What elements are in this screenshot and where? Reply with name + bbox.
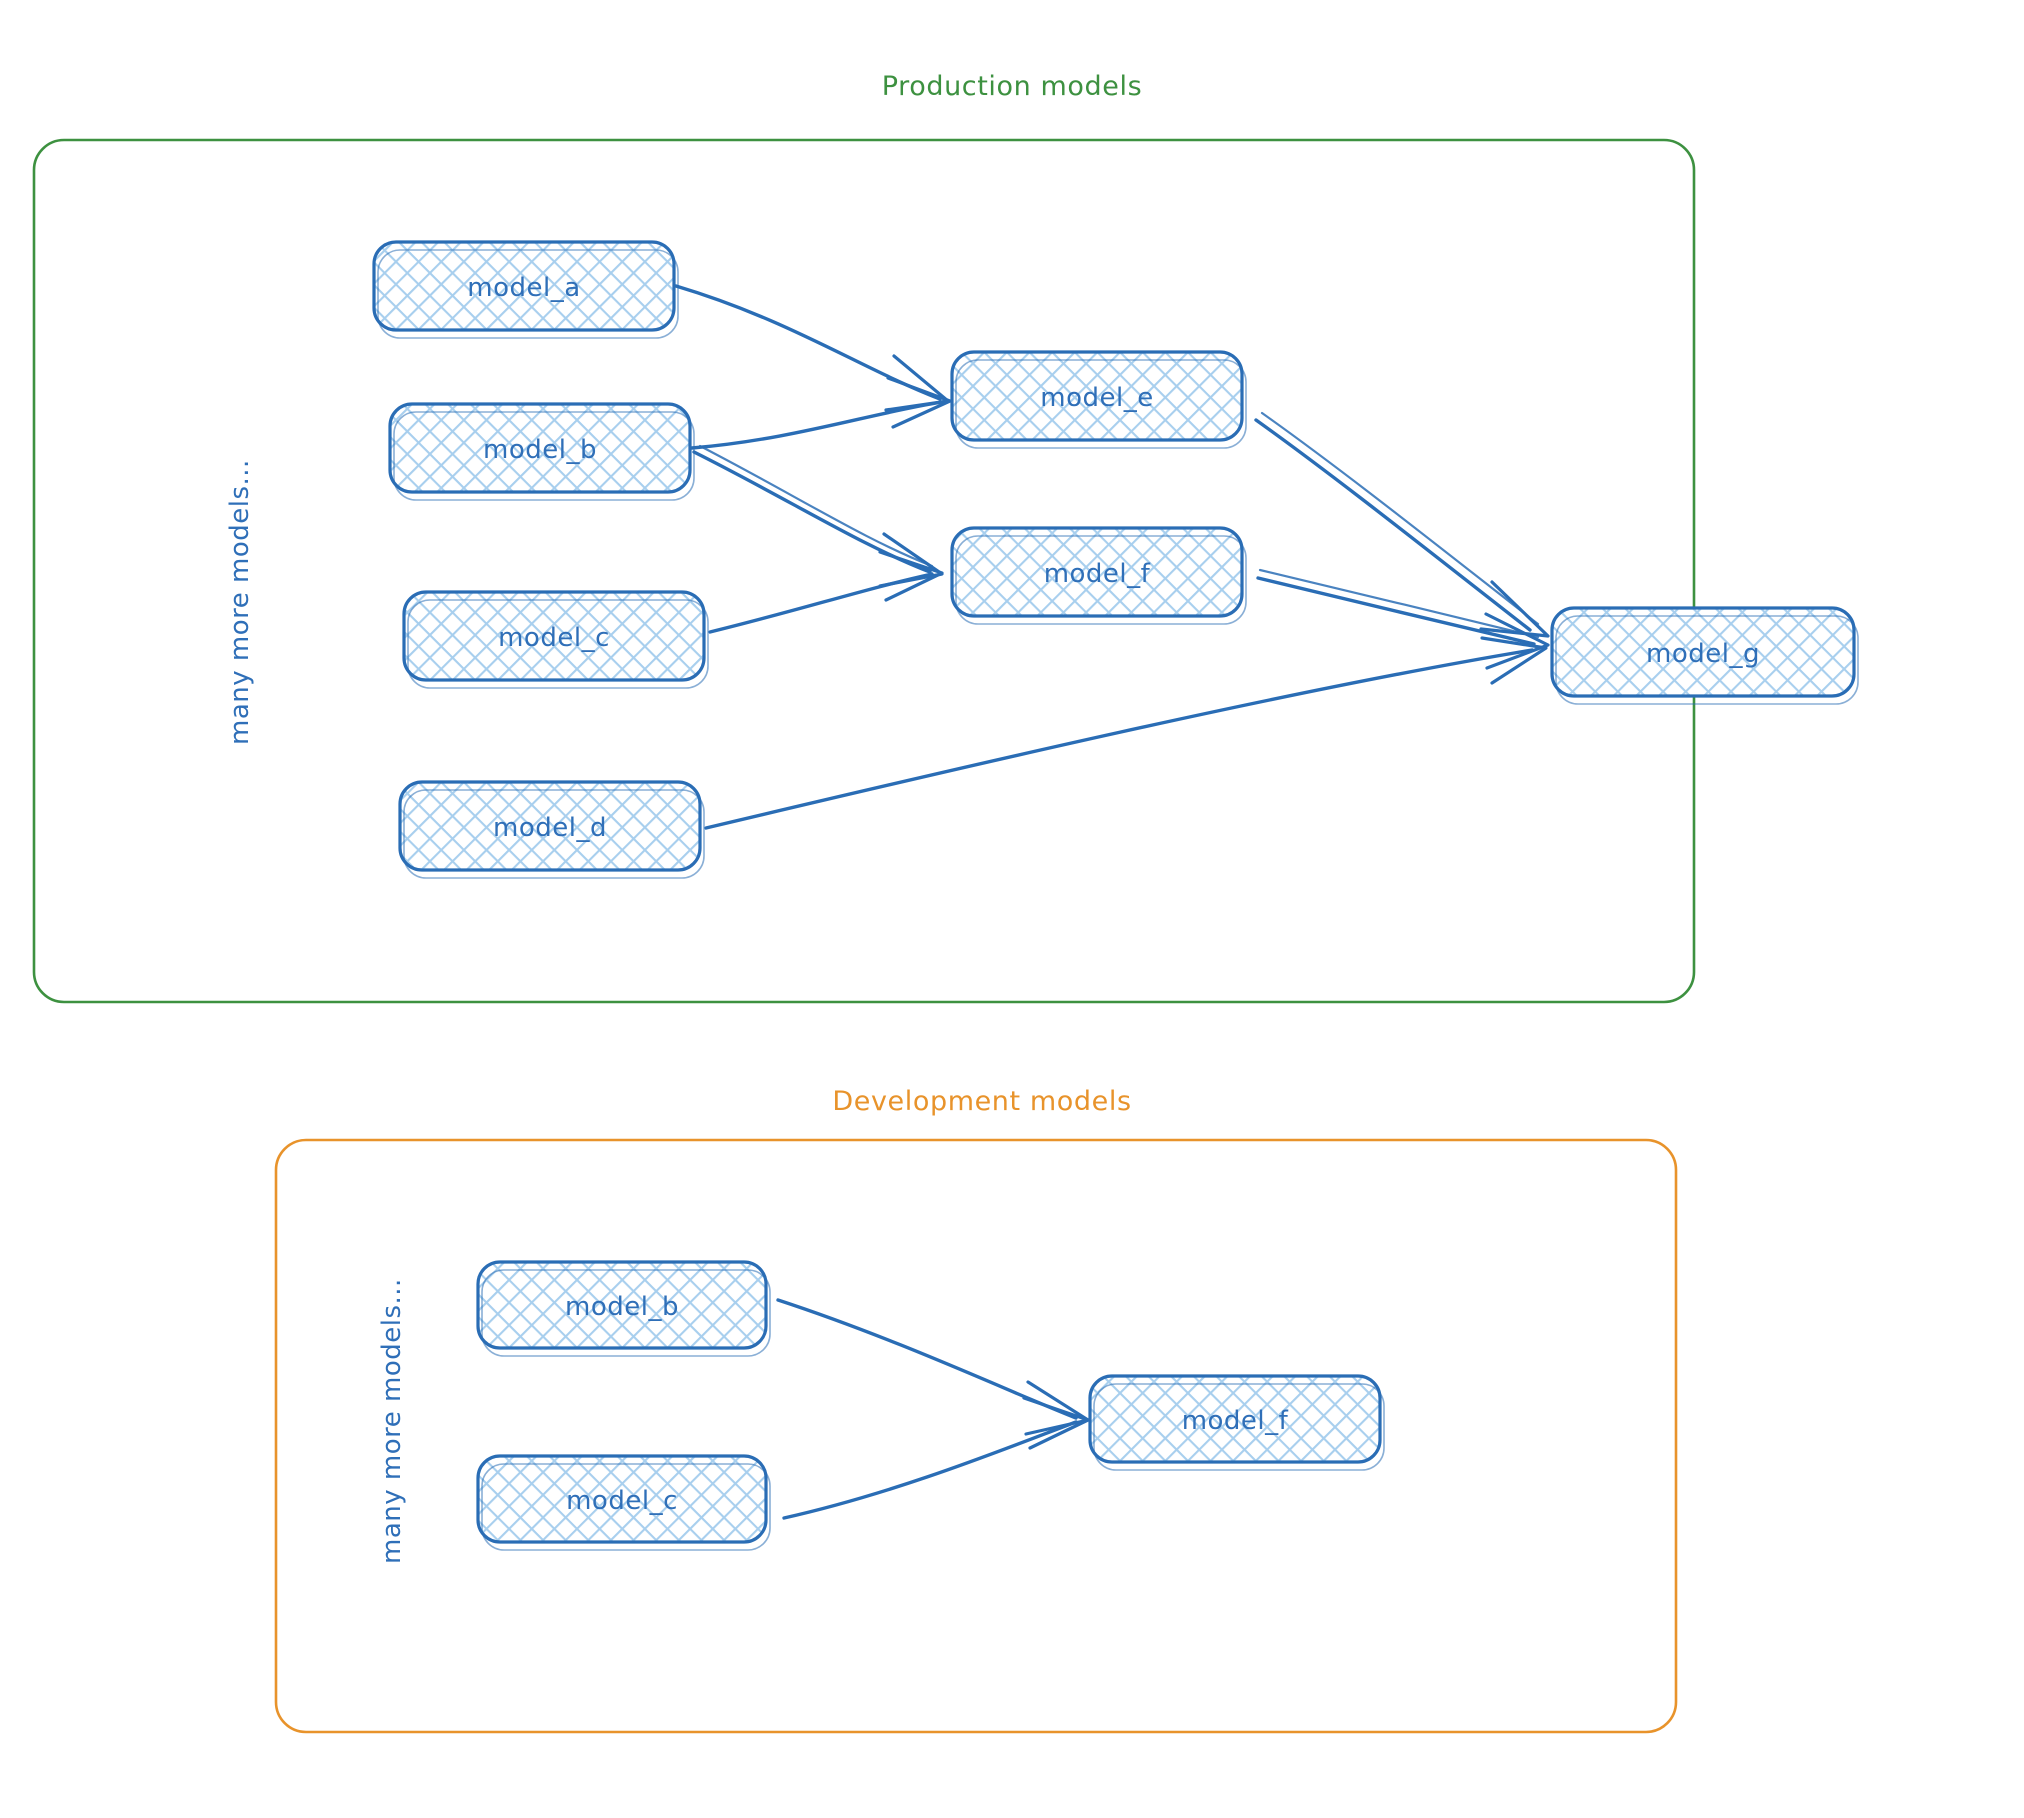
group-title-development: Development models bbox=[832, 1086, 1131, 1117]
group-boundary-development bbox=[274, 1138, 1678, 1734]
node-prod-model-f[interactable]: model_f bbox=[950, 526, 1247, 625]
node-prod-model-g[interactable]: model_g bbox=[1550, 606, 1859, 705]
edge-dev-b-to-f bbox=[776, 1298, 1090, 1436]
node-label: model_c bbox=[498, 623, 610, 653]
edge-d-to-g bbox=[704, 636, 1548, 830]
node-label: model_c bbox=[566, 1486, 678, 1516]
node-label: model_e bbox=[1040, 383, 1153, 413]
group-development: Development models many more models... bbox=[274, 1086, 1678, 1734]
node-label: model_b bbox=[565, 1292, 679, 1322]
node-dev-model-c[interactable]: model_c bbox=[476, 1454, 771, 1551]
side-label-development: many more models... bbox=[377, 1278, 407, 1564]
node-label: model_a bbox=[467, 273, 580, 303]
edge-c-to-f bbox=[708, 550, 944, 634]
edge-b-to-e bbox=[690, 376, 952, 450]
node-prod-model-d[interactable]: model_d bbox=[398, 780, 705, 879]
node-label: model_f bbox=[1044, 559, 1151, 589]
node-prod-model-c[interactable]: model_c bbox=[402, 590, 709, 689]
group-production: Production models many more models... bbox=[32, 71, 1859, 1004]
node-label: model_b bbox=[483, 435, 597, 465]
side-label-production: many more models... bbox=[225, 459, 255, 745]
edge-a-to-e bbox=[674, 284, 950, 412]
edges-development bbox=[776, 1298, 1090, 1520]
group-boundary-production bbox=[32, 138, 1696, 1004]
node-dev-model-b[interactable]: model_b bbox=[476, 1260, 771, 1357]
node-prod-model-a[interactable]: model_a bbox=[372, 240, 679, 339]
edge-e-to-g bbox=[1254, 411, 1550, 638]
group-title-production: Production models bbox=[882, 71, 1143, 102]
node-prod-model-e[interactable]: model_e bbox=[950, 350, 1247, 449]
edge-f-to-g bbox=[1256, 568, 1550, 670]
node-dev-model-f[interactable]: model_f bbox=[1088, 1374, 1385, 1471]
node-prod-model-b[interactable]: model_b bbox=[388, 402, 695, 501]
edge-b-to-f bbox=[692, 444, 944, 588]
edges-production bbox=[674, 284, 1550, 830]
edge-dev-c-to-f bbox=[782, 1396, 1090, 1520]
node-label: model_g bbox=[1646, 639, 1760, 669]
node-label: model_f bbox=[1182, 1406, 1289, 1436]
node-label: model_d bbox=[493, 813, 607, 843]
